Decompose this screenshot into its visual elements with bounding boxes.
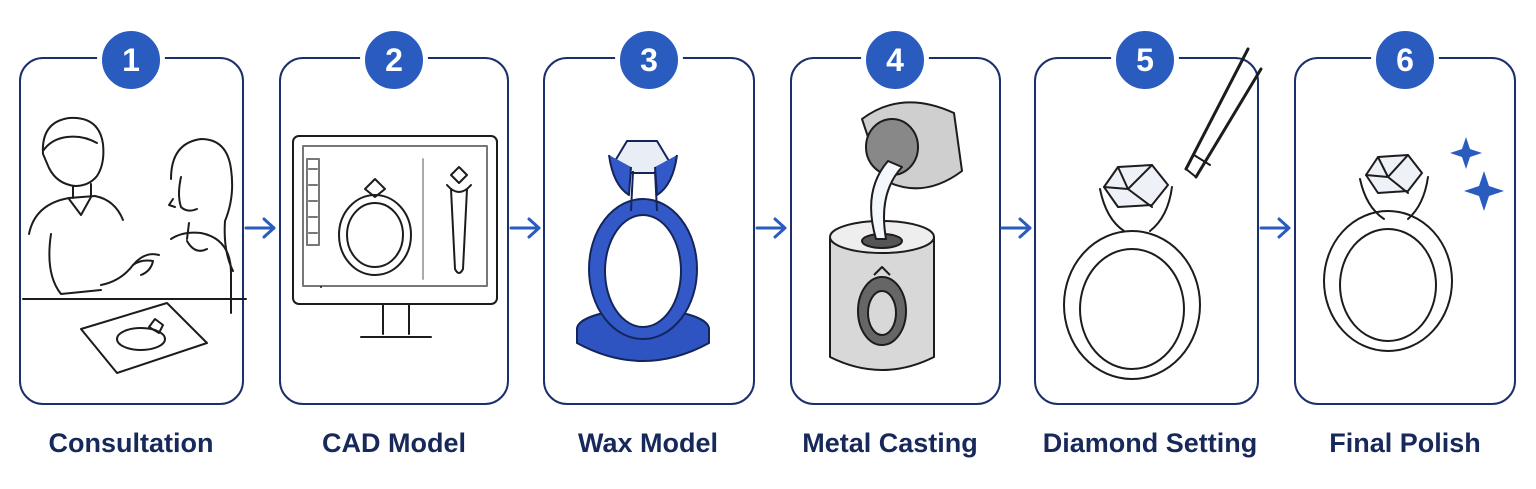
arrow-right-icon xyxy=(244,217,276,239)
step-badge-5: 5 xyxy=(1111,26,1179,94)
step-label-1: Consultation xyxy=(48,428,214,458)
arrow-right-icon xyxy=(1259,217,1291,239)
step-badge-3: 3 xyxy=(615,26,683,94)
step-badge-4: 4 xyxy=(861,26,929,94)
step-label-3: Wax Model xyxy=(577,428,718,458)
step-label-5: Diamond Setting xyxy=(1042,428,1258,458)
step-badge-6: 6 xyxy=(1371,26,1439,94)
cad-monitor-icon xyxy=(292,135,498,338)
tweezers-ring-icon xyxy=(1063,47,1263,380)
sparkle-ring-icon xyxy=(1323,137,1504,352)
step-card-4 xyxy=(790,57,1001,405)
wax-ring-icon xyxy=(576,140,710,362)
consultation-icon xyxy=(22,116,247,374)
arrow-right-icon xyxy=(1000,217,1032,239)
arrow-right-icon xyxy=(509,217,541,239)
step-label-4: Metal Casting xyxy=(802,428,978,458)
step-card-2 xyxy=(279,57,509,405)
casting-crucible-icon xyxy=(829,101,963,371)
step-card-5 xyxy=(1034,47,1263,405)
step-card-6 xyxy=(1294,57,1516,405)
step-card-1 xyxy=(19,57,247,405)
step-badge-2: 2 xyxy=(360,26,428,94)
step-card-3 xyxy=(543,57,755,405)
step-badge-1: 1 xyxy=(97,26,165,94)
arrow-right-icon xyxy=(755,217,787,239)
step-label-2: CAD Model xyxy=(322,428,466,458)
step-label-6: Final Polish xyxy=(1329,428,1481,458)
